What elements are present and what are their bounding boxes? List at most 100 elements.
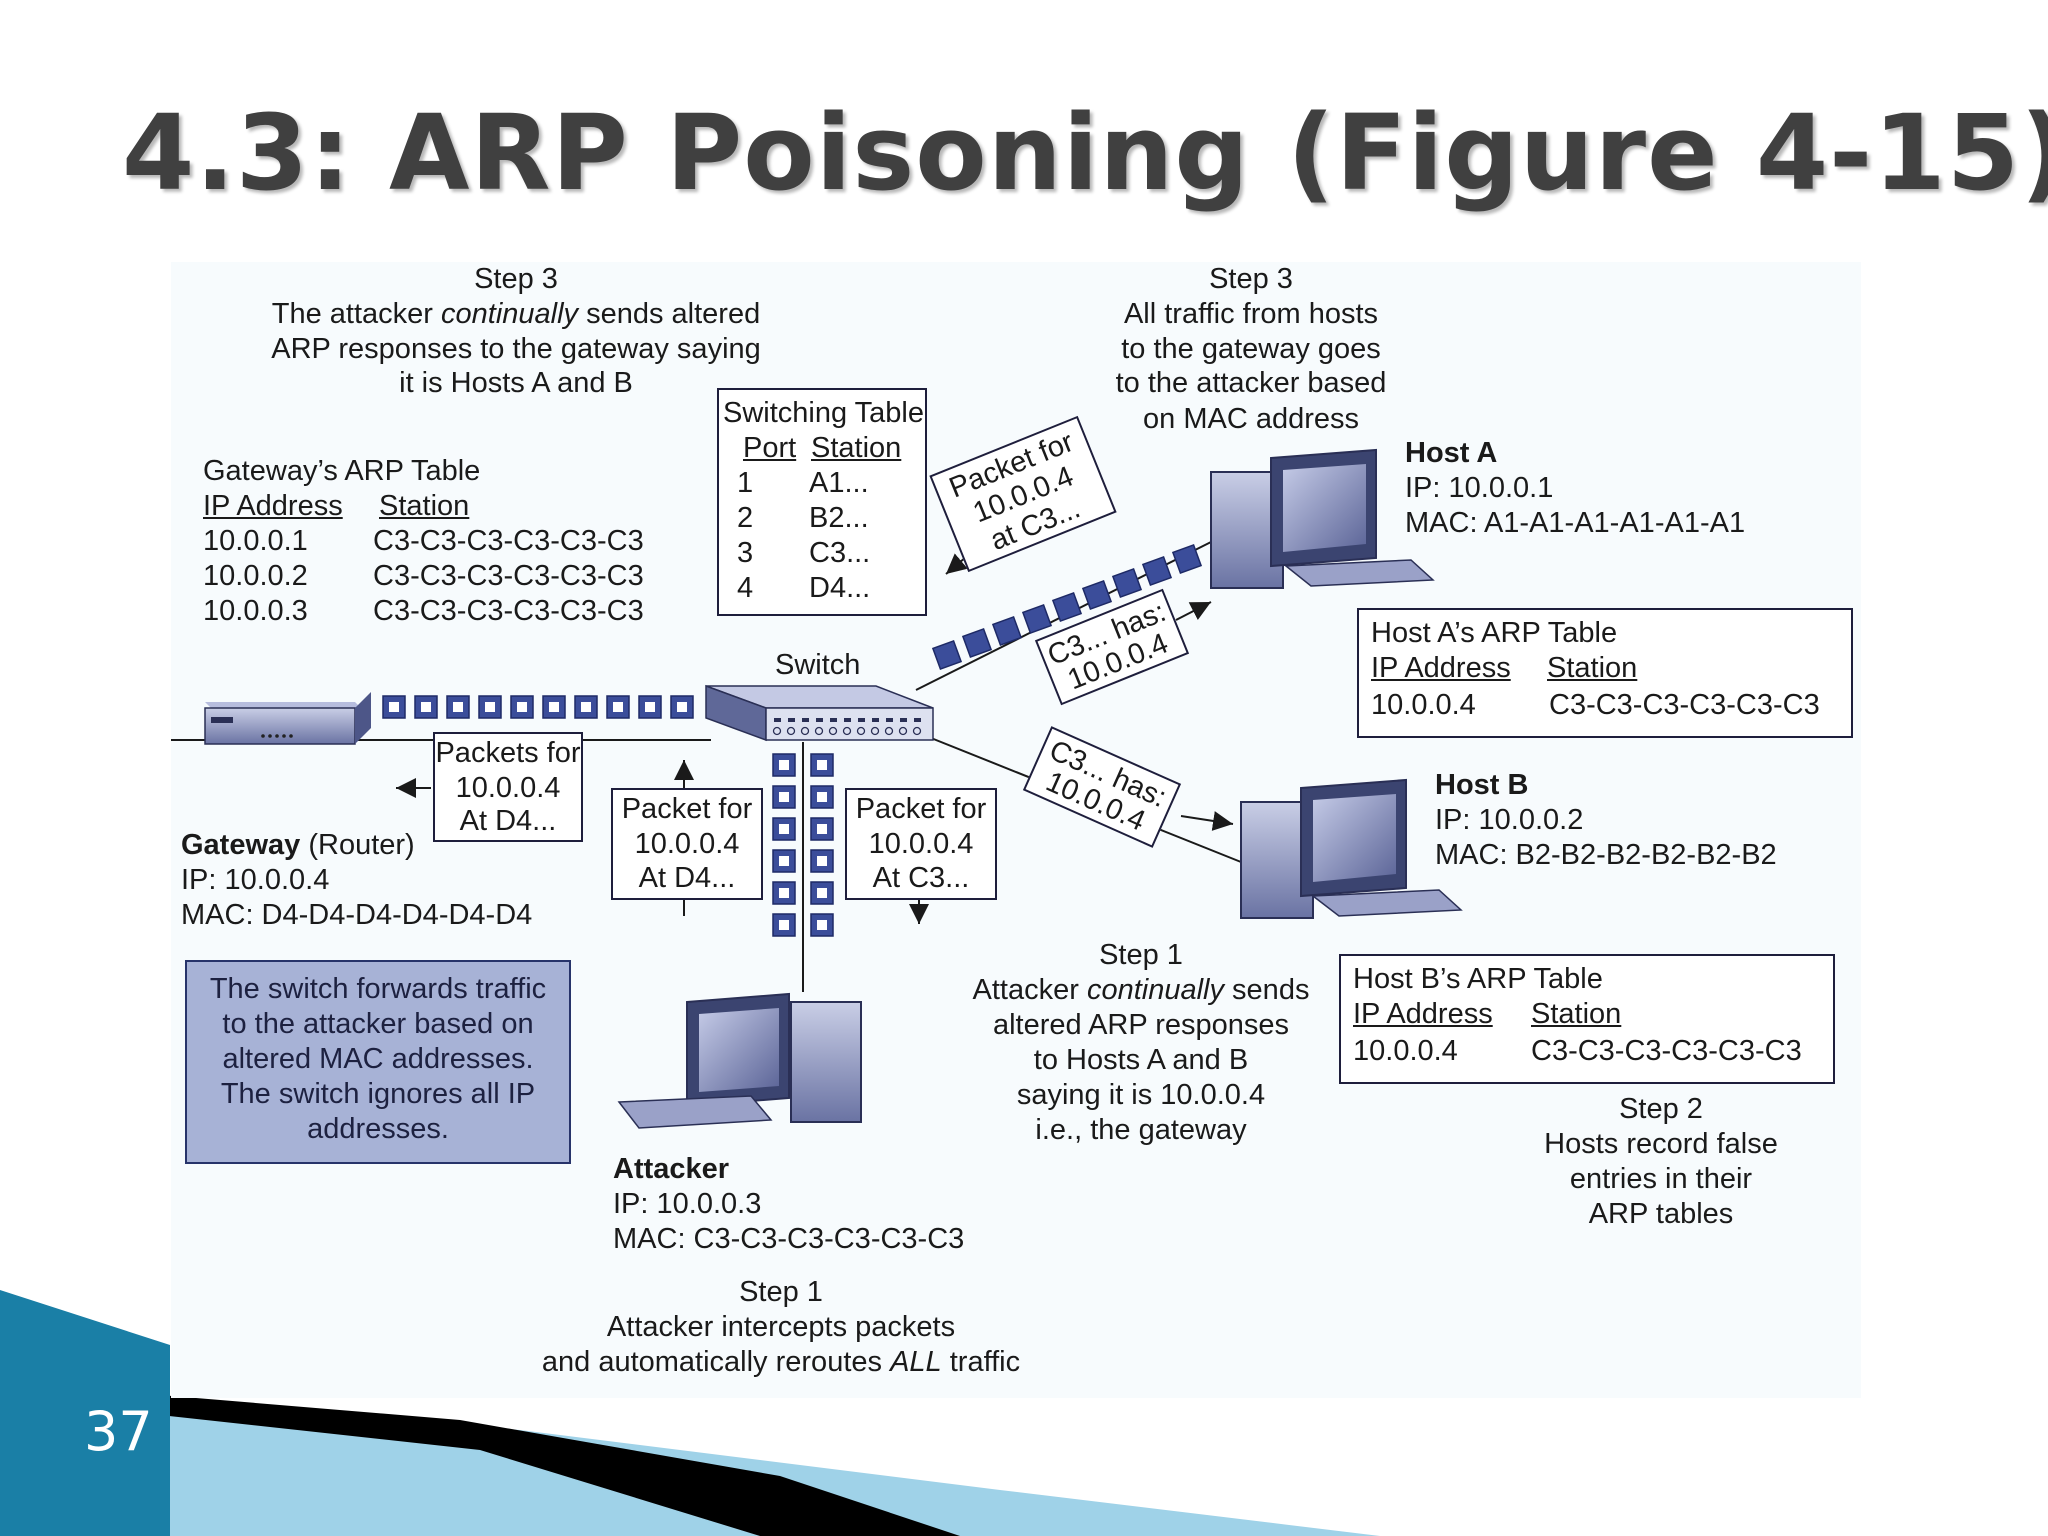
host-b-ip: IP: 10.0.0.2 (1435, 804, 1584, 836)
gateway-arp-row-ip: 10.0.0.2 (203, 560, 308, 592)
host-a-arp-title: Host A’s ARP Table (1371, 617, 1618, 649)
host-b-arp-table: Host B’s ARP Table IP Address Station 10… (1339, 954, 1835, 1084)
gateway-router-icon (204, 692, 371, 745)
switching-row-port: 4 (737, 572, 754, 604)
step1-bottom-title: Step 1 (739, 1276, 823, 1308)
step2-line3: ARP tables (1588, 1198, 1734, 1230)
gateway-arp-row-station: C3-C3-C3-C3-C3-C3 (373, 595, 644, 627)
swoosh-black-band (160, 1395, 960, 1536)
step3-left-line2: ARP responses to the gateway saying (271, 333, 761, 365)
packet-for-mid-left-line1: Packet for (621, 793, 753, 825)
attacker-mac: MAC: C3-C3-C3-C3-C3-C3 (613, 1223, 965, 1255)
step2-title: Step 2 (1619, 1093, 1703, 1125)
host-b-arp-ip: 10.0.0.4 (1353, 1035, 1458, 1067)
network-diagram-graphics (171, 448, 1463, 1129)
switching-row-station: C3... (809, 537, 871, 569)
switching-table-title: Switching Table (723, 397, 924, 429)
step2-line1: Hosts record false (1544, 1128, 1778, 1160)
gateway-arp-ip-header: IP Address (203, 490, 343, 522)
step3-right-line4: on MAC address (1143, 403, 1359, 435)
step3-right-title: Step 3 (1209, 263, 1293, 295)
step3-left-line1-pre: The attacker (271, 298, 442, 330)
host-a-arp-station-header: Station (1547, 652, 1638, 684)
switching-row-port: 1 (737, 467, 754, 499)
step3-left-line1-post: sends altered (578, 298, 761, 330)
step2-line2: entries in their (1569, 1163, 1753, 1195)
switching-row-station: A1... (809, 467, 869, 499)
host-a-arp-table: Host A’s ARP Table IP Address Station 10… (1357, 608, 1853, 738)
step3-left-line1-em: continually (441, 298, 579, 330)
gateway-arp-row-ip: 10.0.0.1 (203, 525, 308, 557)
switching-row-station: D4... (809, 572, 871, 604)
step3-left-title: Step 3 (474, 263, 558, 295)
packets-for-gateway-line3: At D4... (459, 805, 557, 837)
switch-note-line1: The switch forwards traffic (209, 973, 547, 1005)
packet-for-mid-right-line1: Packet for (855, 793, 987, 825)
slide-number: 37 (84, 1400, 153, 1463)
step1-mid-line2: altered ARP responses (992, 1009, 1290, 1041)
switch-note-box: The switch forwards traffic to the attac… (185, 960, 571, 1164)
arrow-c3-to-host-a (1175, 601, 1212, 621)
switch-label: Switch (775, 649, 861, 681)
attacker-computer-icon (617, 992, 862, 1129)
step1-mid-line4: saying it is 10.0.0.4 (1016, 1079, 1266, 1111)
step1-bottom-line2-pre: and automatically reroutes (541, 1346, 891, 1378)
step1-mid-line3: to Hosts A and B (1033, 1044, 1249, 1076)
host-a-mac: MAC: A1-A1-A1-A1-A1-A1 (1405, 507, 1746, 539)
switching-table-port-header: Port (743, 432, 797, 464)
step3-right-line1: All traffic from hosts (1123, 298, 1379, 330)
switching-row-station: B2... (809, 502, 869, 534)
gateway-name-bold: Gateway (181, 829, 301, 861)
host-b-arp-station: C3-C3-C3-C3-C3-C3 (1531, 1035, 1802, 1067)
host-b-arp-title: Host B’s ARP Table (1353, 963, 1603, 995)
step1-bottom-line2-em: ALL (890, 1346, 942, 1378)
gateway-arp-row-station: C3-C3-C3-C3-C3-C3 (373, 560, 644, 592)
gateway-mac: MAC: D4-D4-D4-D4-D4-D4 (181, 899, 533, 931)
arrow-c3-to-host-b (1180, 811, 1234, 831)
swoosh-teal-band (0, 1290, 170, 1536)
host-b-arp-ip-header: IP Address (1353, 998, 1493, 1030)
host-a-arp-station: C3-C3-C3-C3-C3-C3 (1549, 689, 1820, 721)
arp-poisoning-figure: Step 3 The attacker continually sends al… (171, 262, 1861, 1398)
attacker-name: Attacker (613, 1153, 730, 1185)
step3-left-line3: it is Hosts A and B (399, 367, 633, 399)
gateway-arp-station-header: Station (379, 490, 470, 522)
step3-right-line3: to the attacker based (1115, 367, 1387, 399)
gateway-name: Gateway (Router) (181, 828, 415, 863)
switch-icon (705, 684, 934, 742)
switching-table: Switching Table Port Station 1 A1... 2 B… (717, 388, 927, 616)
step1-bottom-line2-post: traffic (941, 1346, 1021, 1378)
step3-right-line2: to the gateway goes (1121, 333, 1381, 365)
step1-mid-line1-post: sends (1224, 974, 1310, 1006)
switch-note-line4: The switch ignores all IP (220, 1078, 536, 1110)
packet-for-mid-left-line2: 10.0.0.4 (634, 828, 740, 860)
gateway-arp-title: Gateway’s ARP Table (203, 455, 481, 487)
host-b-computer-icon (1240, 778, 1463, 919)
step1-bottom-line2: and automatically reroutes ALL traffic (481, 1345, 1081, 1380)
step1-mid-line1-pre: Attacker (972, 974, 1087, 1006)
attacker-ip: IP: 10.0.0.3 (613, 1188, 762, 1220)
packets-for-gateway-line1: Packets for (435, 737, 581, 769)
host-b-name: Host B (1435, 769, 1529, 801)
gateway-ip: IP: 10.0.0.4 (181, 864, 330, 896)
switching-row-port: 3 (737, 537, 754, 569)
switching-table-station-header: Station (811, 432, 902, 464)
packet-for-mid-right-line3: At C3... (872, 862, 970, 894)
packet-for-mid-right-label: Packet for 10.0.0.4 At C3... (845, 788, 997, 900)
step1-mid-title: Step 1 (1099, 939, 1183, 971)
step1-bottom-line1: Attacker intercepts packets (606, 1311, 956, 1343)
host-a-name: Host A (1405, 437, 1498, 469)
gateway-name-suffix: (Router) (300, 829, 415, 861)
packet-for-mid-right-line2: 10.0.0.4 (868, 828, 974, 860)
packet-stream-gateway (382, 695, 694, 719)
step1-mid-line5: i.e., the gateway (1035, 1114, 1247, 1146)
packet-for-mid-left-line3: At D4... (638, 862, 736, 894)
gateway-arp-row-station: C3-C3-C3-C3-C3-C3 (373, 525, 644, 557)
switch-note-line5: addresses. (307, 1113, 449, 1145)
host-b-mac: MAC: B2-B2-B2-B2-B2-B2 (1435, 839, 1777, 871)
host-a-ip: IP: 10.0.0.1 (1405, 472, 1554, 504)
switching-row-port: 2 (737, 502, 754, 534)
host-a-arp-ip-header: IP Address (1371, 652, 1511, 684)
switch-note-line3: altered MAC addresses. (222, 1043, 534, 1075)
